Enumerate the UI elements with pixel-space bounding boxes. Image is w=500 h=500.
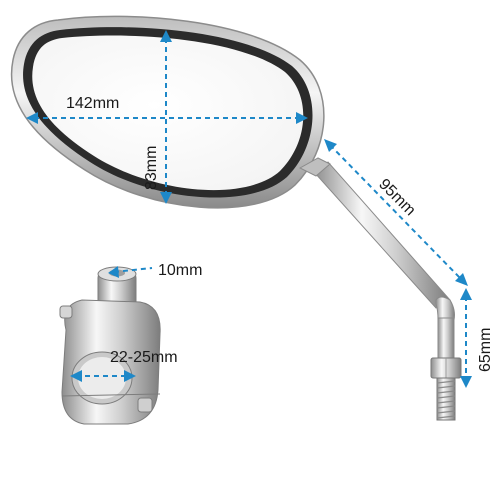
mirror-glass [32, 35, 304, 191]
stem-bend [435, 296, 455, 321]
mirror-stem [298, 157, 462, 421]
mirror-head [10, 15, 325, 209]
label-clamp-range: 22-25mm [110, 349, 178, 366]
clamp-side-screw-left [59, 305, 73, 319]
dimension-lines [34, 38, 467, 380]
dimension-line-bolt [113, 267, 153, 273]
handlebar-clamp [59, 266, 161, 425]
stem-mount-neck [298, 157, 331, 177]
label-stem-height: 65mm [477, 328, 494, 372]
label-mirror-height: 83mm [143, 146, 160, 190]
clamp-side-screw-lower [137, 397, 153, 413]
dimension-line-arm [329, 144, 463, 281]
label-bolt-diameter: 10mm [158, 262, 202, 279]
label-mirror-width: 142mm [66, 95, 119, 112]
stem-threaded-bolt [436, 377, 456, 421]
stem-vertical [437, 317, 455, 361]
dimension-arrowheads [26, 30, 472, 388]
